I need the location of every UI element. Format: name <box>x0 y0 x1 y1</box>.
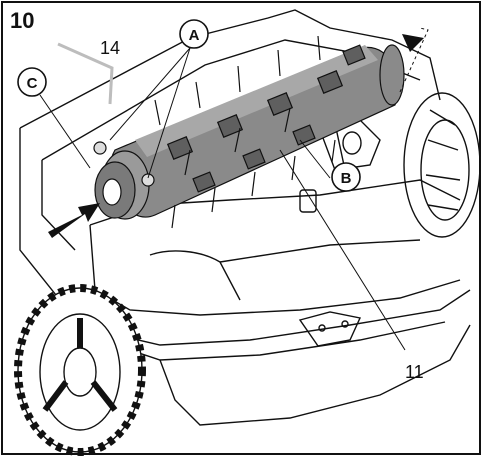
leader-lines <box>39 47 406 351</box>
callout-circle <box>331 162 361 192</box>
roller-blade <box>216 114 244 138</box>
roller-highlight <box>135 45 378 157</box>
leader-11 <box>279 149 406 351</box>
front-clip <box>298 311 362 347</box>
roller-blade <box>166 136 194 160</box>
clip-screw-right <box>341 320 349 328</box>
clip-screw-left <box>318 324 326 332</box>
roller-blade <box>292 124 316 146</box>
front-wheel <box>14 284 146 456</box>
leader-b <box>299 139 331 179</box>
roller-right-end <box>379 44 405 106</box>
left-bearing-hole <box>102 178 122 206</box>
rear-wheel-rim <box>420 119 470 221</box>
callout-circle <box>179 19 209 49</box>
hex-key <box>57 42 114 105</box>
callout-letter: B <box>341 170 352 187</box>
roller-assembly <box>93 35 405 229</box>
leader-c <box>39 94 91 169</box>
roller-blade <box>242 148 266 170</box>
dashed-guide <box>399 27 429 93</box>
tray-bump <box>149 250 241 301</box>
bearing-screw-top <box>93 141 107 155</box>
leader-a-1 <box>109 47 191 141</box>
housing-front-lip <box>94 289 471 346</box>
roller-tines <box>154 35 336 229</box>
tray-slot <box>299 189 317 213</box>
bearing-screw <box>141 173 155 187</box>
rear-wheel <box>403 92 481 238</box>
callout-circle <box>17 67 47 97</box>
callout-c: C <box>17 67 47 97</box>
leader-a-2 <box>147 47 191 179</box>
step-number: 10 <box>10 8 34 33</box>
roller-blade <box>316 70 344 94</box>
callout-b: B <box>331 162 361 192</box>
direction-arrow <box>402 34 424 52</box>
rear-wheel-tread <box>425 109 461 211</box>
tray-ridge <box>219 239 421 263</box>
part-number-roller: 11 <box>405 362 424 382</box>
roller-blades <box>166 44 366 193</box>
front-wheel-spokes <box>42 318 118 412</box>
housing-front-edge <box>114 321 446 361</box>
callout-letter: A <box>189 27 200 44</box>
roller-blade <box>192 171 216 193</box>
housing-left-inner <box>41 160 76 251</box>
roller-blade <box>342 44 366 66</box>
rear-wheel-tyre <box>403 92 481 238</box>
roller-blade <box>266 92 294 116</box>
callout-letter: C <box>27 75 38 92</box>
part-number-hex-key: 14 <box>100 38 120 58</box>
right-bearing <box>342 131 362 155</box>
front-wheel-hub <box>63 347 97 397</box>
insert-arrow <box>48 203 100 238</box>
housing-bottom <box>159 324 471 426</box>
front-wheel-tread <box>14 284 146 456</box>
callout-a: A <box>179 19 209 49</box>
